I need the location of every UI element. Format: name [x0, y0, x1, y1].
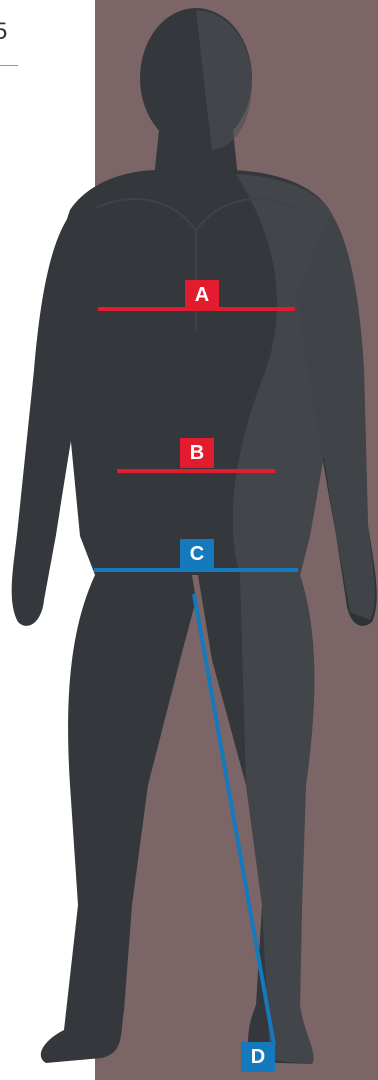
corner-text: 5: [0, 18, 7, 46]
marker-d: D: [241, 1042, 275, 1072]
corner-divider: [0, 65, 18, 66]
marker-c: C: [180, 539, 214, 569]
marker-b: B: [180, 438, 214, 468]
marker-a: A: [185, 280, 219, 310]
